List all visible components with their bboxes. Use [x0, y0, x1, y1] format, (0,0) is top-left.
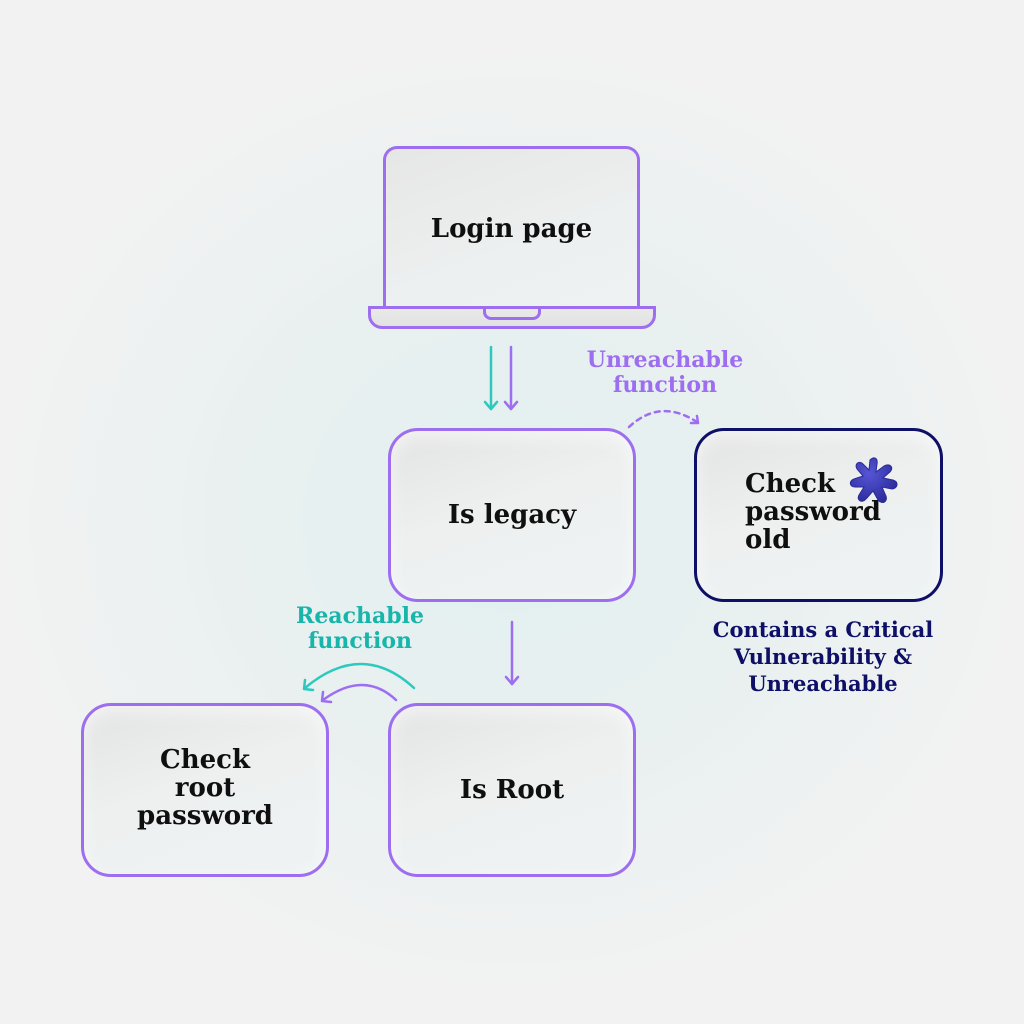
node-check-root-password[interactable]: Check root password — [81, 703, 329, 877]
node-label-line: password — [745, 497, 881, 527]
annotation-line: Unreachable — [586, 347, 744, 373]
critical-vulnerability-note: Contains a Critical Vulnerability & Unre… — [690, 616, 956, 697]
node-check-password-old[interactable]: Check password old — [694, 428, 943, 602]
node-label: Check root password — [137, 746, 273, 830]
arrow-root-to-check-root — [320, 683, 398, 704]
node-label-line: old — [745, 525, 791, 555]
node-label-line: root — [174, 773, 236, 803]
node-label: Login page — [430, 213, 593, 244]
unreachable-function-label: Unreachable function — [560, 348, 770, 398]
laptop-notch-icon — [483, 306, 541, 320]
annotation-line: Unreachable — [748, 671, 898, 696]
annotation-line: Contains a Critical — [712, 617, 934, 642]
node-is-root[interactable]: Is Root — [388, 703, 636, 877]
annotation-line: Vulnerability & — [733, 644, 913, 669]
vulnerability-asterisk-icon — [849, 457, 898, 504]
node-label-line: password — [137, 801, 273, 831]
arrow-login-to-legacy-reachable — [483, 345, 499, 411]
node-label: Is Root — [459, 775, 565, 805]
node-is-legacy[interactable]: Is legacy — [388, 428, 636, 602]
node-label: Check password old — [745, 470, 881, 554]
node-label: Is legacy — [447, 500, 577, 530]
annotation-line: function — [612, 372, 718, 398]
node-label-line: Check — [745, 469, 835, 499]
annotation-line: function — [307, 628, 413, 654]
annotation-line: Reachable — [296, 603, 424, 629]
arrow-root-to-check-root-reachable — [302, 662, 416, 692]
arrow-legacy-to-password-old-unreachable — [627, 409, 700, 429]
arrow-legacy-to-root — [504, 620, 520, 686]
reachable-function-label: Reachable function — [260, 604, 460, 654]
node-login-page[interactable]: Login page — [383, 146, 640, 308]
arrow-login-to-legacy — [503, 345, 519, 411]
node-label-line: Check — [160, 745, 250, 775]
